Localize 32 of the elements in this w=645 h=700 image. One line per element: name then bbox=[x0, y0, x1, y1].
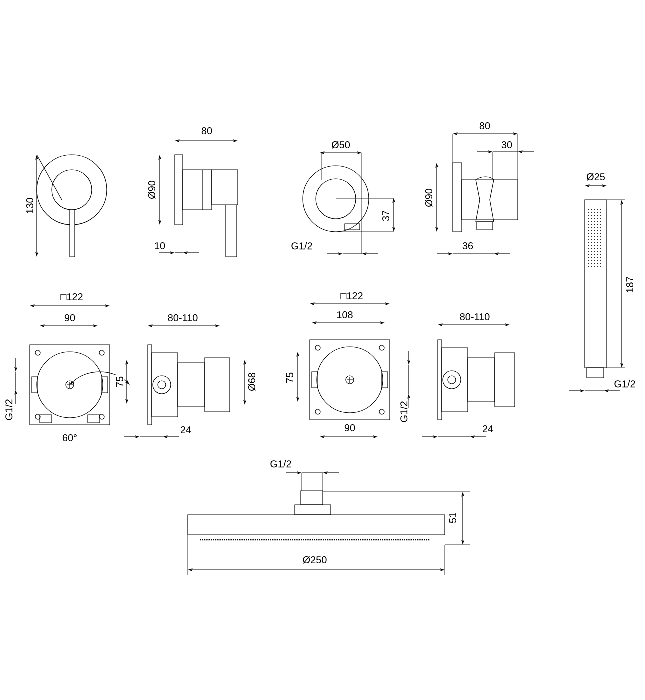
dimension-label: □122 bbox=[60, 292, 84, 302]
dimension-label: G1/2 bbox=[613, 379, 637, 389]
dimension-label: □122 bbox=[340, 292, 364, 300]
dimension-label: 10 bbox=[153, 241, 167, 251]
dimension-label: 37 bbox=[381, 209, 391, 223]
dimension-label: Ø90 bbox=[147, 180, 157, 200]
dimension-label: G1/2 bbox=[290, 241, 314, 251]
dimension-label: G1/2 bbox=[4, 398, 14, 422]
dimension-label: 51 bbox=[448, 511, 458, 525]
dimension-label: 108 bbox=[336, 310, 354, 320]
dimension-label: G1/2 bbox=[399, 400, 409, 424]
dimension-label: 60° bbox=[61, 433, 79, 443]
dimension-label: 80 bbox=[478, 121, 492, 131]
dimension-label: Ø68 bbox=[247, 372, 257, 392]
dimension-label: 24 bbox=[481, 424, 495, 434]
dimension-label: 24 bbox=[179, 426, 193, 434]
dimension-label: Ø250 bbox=[302, 555, 328, 565]
dimension-label: 80-110 bbox=[458, 312, 492, 322]
dimension-label: G1/2 bbox=[269, 459, 293, 469]
dimension-label: 80 bbox=[200, 126, 214, 136]
dimension-label: 75 bbox=[116, 375, 124, 389]
dimension-label: 90 bbox=[63, 313, 77, 323]
dimension-label: 130 bbox=[25, 196, 35, 216]
dimension-label: 75 bbox=[286, 371, 294, 385]
dimension-label: Ø90 bbox=[424, 188, 434, 208]
dimension-label: 187 bbox=[625, 276, 635, 294]
dimension-label: Ø50 bbox=[330, 140, 352, 150]
dimension-label: Ø25 bbox=[586, 172, 606, 182]
dimension-label: 36 bbox=[461, 241, 475, 251]
dimension-label: 80-110 bbox=[166, 313, 200, 323]
dimension-label: 30 bbox=[500, 140, 514, 150]
dimension-label: 90 bbox=[343, 423, 357, 433]
